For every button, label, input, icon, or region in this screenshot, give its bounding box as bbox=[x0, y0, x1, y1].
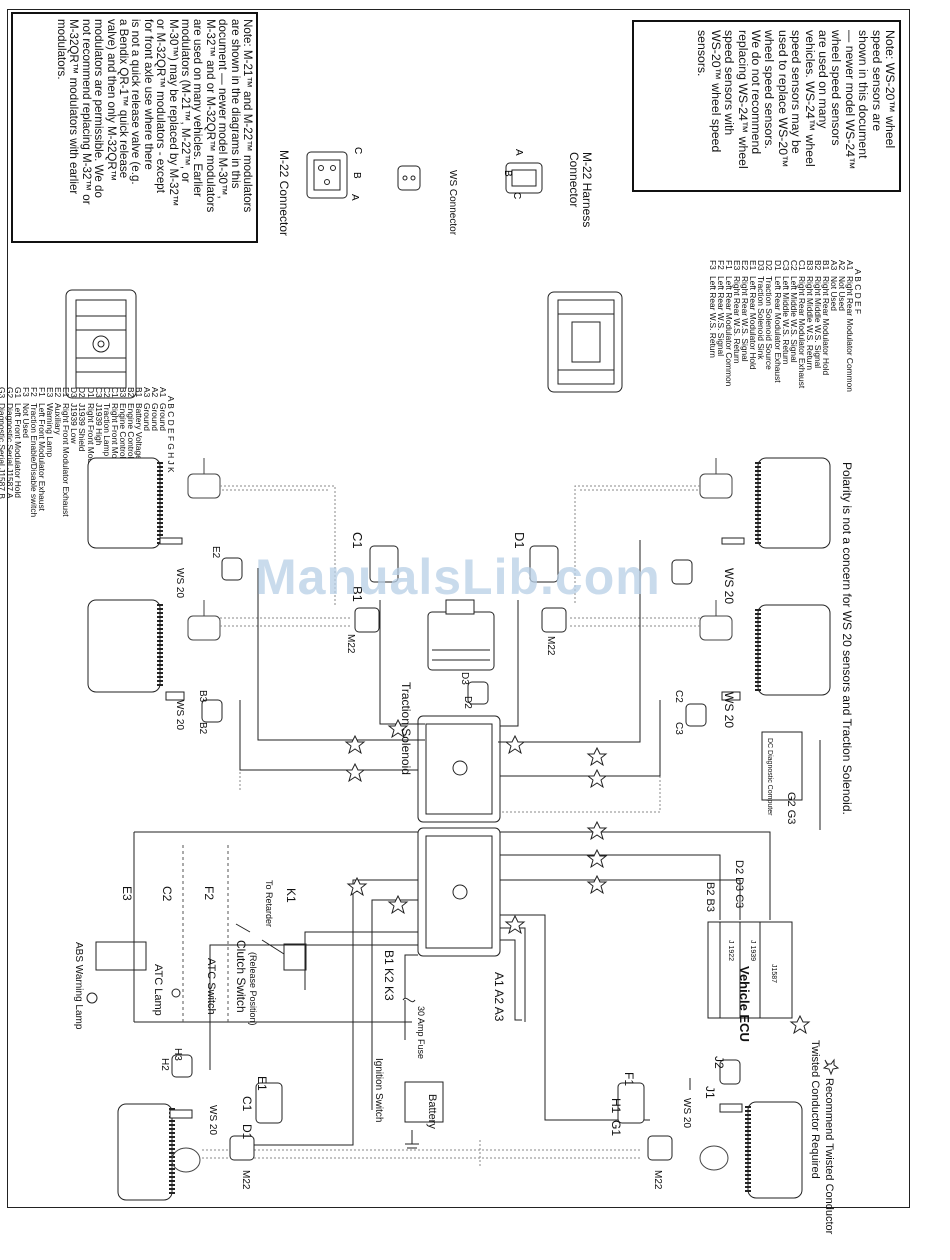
j1939-label: J 1939 bbox=[749, 940, 756, 961]
wheel-front-right bbox=[755, 457, 831, 549]
m22-label-2: M22 bbox=[545, 636, 556, 656]
ws20-label-5: WS 20 bbox=[207, 1105, 218, 1135]
wheel-front-left-2 bbox=[87, 599, 163, 693]
twisted-markers bbox=[344, 718, 840, 1076]
svg-text:B: B bbox=[502, 170, 513, 177]
clutch-switch-label: Clutch Switch bbox=[234, 940, 248, 1013]
c1-label-2: C1 bbox=[350, 532, 365, 549]
d2-label: D2 bbox=[462, 696, 473, 709]
ws-connector-drawing bbox=[397, 165, 421, 191]
h2-label: H2 bbox=[159, 1058, 170, 1071]
traction-solenoid bbox=[427, 599, 495, 671]
ws20-label-6: WS 20 bbox=[681, 1098, 692, 1128]
e2-label: E2 bbox=[210, 546, 221, 559]
j2-label: J2 bbox=[712, 1056, 726, 1069]
svg-text:A: A bbox=[513, 149, 524, 156]
h1-label: H1 bbox=[609, 1098, 623, 1114]
d2d3c3-label: D2 D3 C3 bbox=[733, 860, 745, 908]
ecu-module-lower bbox=[417, 827, 501, 957]
modulator-note-box: Note: M-21™ and M-22™ modulators are sho… bbox=[11, 12, 258, 243]
traction-solenoid-label: Traction Solenoid bbox=[399, 682, 413, 775]
wheel-front-right-2 bbox=[755, 604, 831, 696]
c1-label: C1 bbox=[240, 1096, 254, 1112]
ws20-label-1: WS 20 bbox=[174, 568, 185, 598]
m22-label-1: M22 bbox=[345, 634, 356, 654]
b3-label: B3 bbox=[197, 690, 208, 703]
e3-label: E3 bbox=[120, 886, 134, 901]
e1-label: E1 bbox=[255, 1076, 269, 1091]
ecu-connector-2-drawing bbox=[547, 291, 623, 393]
atc-switch-label: ATC Switch bbox=[205, 958, 217, 1015]
f1-label: F1 bbox=[622, 1072, 636, 1086]
release-position-label: (Release Position) bbox=[248, 952, 258, 1026]
battery-fuse bbox=[402, 997, 444, 1149]
harness-connector-drawing bbox=[505, 162, 543, 194]
b1k2k3-label: B1 K2 K3 bbox=[382, 950, 396, 1001]
legend-required: Twisted Conductor Required bbox=[809, 1040, 821, 1179]
vehicle-ecu-label: Vehicle ECU bbox=[737, 966, 752, 1042]
k1-label: K1 bbox=[284, 888, 298, 903]
ws-sensors bbox=[159, 537, 745, 1119]
abs-lamp-label: ABS Warning Lamp bbox=[73, 942, 84, 1030]
m22-connector-drawing bbox=[306, 151, 348, 199]
svg-text:C: C bbox=[511, 192, 522, 199]
wheel-front-left bbox=[87, 457, 163, 549]
j1-label: J1 bbox=[703, 1086, 717, 1099]
wheel-rear-left bbox=[117, 1103, 175, 1201]
b2-label: B2 bbox=[197, 722, 208, 735]
fuse-label: 30 Amp Fuse bbox=[416, 1006, 426, 1059]
f2-label: F2 bbox=[202, 886, 216, 900]
m22-pin-a: A bbox=[349, 194, 360, 201]
c2-label-2: C2 bbox=[673, 690, 684, 703]
wires bbox=[133, 540, 821, 1146]
lamp-switch-area bbox=[86, 923, 307, 1004]
ignition-switch-label: Ignition Switch bbox=[373, 1058, 384, 1122]
c3-label: C3 bbox=[673, 722, 684, 735]
b2b3-label: B2 B3 bbox=[704, 882, 716, 912]
j1587-label: J1587 bbox=[770, 964, 777, 983]
d1-label-2: D1 bbox=[512, 532, 527, 549]
ecu-connector-1-drawing bbox=[65, 289, 137, 399]
a1a2a3-label: A1 A2 A3 bbox=[492, 972, 506, 1022]
dc-computer-label: DC Diagnostic Computer bbox=[766, 738, 773, 816]
c2-label: C2 bbox=[160, 886, 174, 902]
m22-pin-c: C bbox=[352, 147, 363, 154]
atc-lamp-label: ATC Lamp bbox=[152, 964, 164, 1016]
d3-label: D3 bbox=[459, 672, 470, 685]
watermark: ManualsLib.com bbox=[255, 549, 661, 605]
wheel-rear-right bbox=[745, 1101, 803, 1199]
sensor-connectors bbox=[171, 545, 741, 1124]
modulators bbox=[229, 607, 673, 1161]
legend-recommended: Recommend Twisted Conductor bbox=[823, 1078, 835, 1235]
diagram-frame bbox=[7, 9, 910, 1208]
b1-label: B1 bbox=[350, 586, 365, 602]
g1-label: G1 bbox=[609, 1120, 623, 1136]
m22-pin-b: B bbox=[351, 172, 362, 179]
ecu-module-upper bbox=[417, 715, 501, 823]
h3-label: H3 bbox=[172, 1048, 183, 1061]
vehicle-ecu-box bbox=[707, 921, 793, 1019]
m22-label-4: M22 bbox=[652, 1170, 663, 1190]
ws20-label-2: WS 20 bbox=[174, 700, 185, 730]
g2g3-label: G2 G3 bbox=[785, 792, 797, 824]
j1922-label: J 1922 bbox=[727, 940, 734, 961]
polarity-note: Polarity is not a concern for WS 20 sens… bbox=[840, 462, 854, 815]
battery-label: Battery bbox=[426, 1094, 438, 1129]
brake-chambers bbox=[171, 458, 733, 1173]
ws20-label-3: WS 20 bbox=[722, 568, 736, 604]
m22-label-3: M22 bbox=[240, 1170, 251, 1190]
dc-computer bbox=[761, 731, 803, 801]
sensor-note-box: Note: WS-20™ wheel speed sensors are sho… bbox=[632, 20, 901, 192]
d1-label: D1 bbox=[240, 1124, 254, 1140]
ws20-label-4: WS 20 bbox=[722, 692, 736, 728]
to-retarder-label: To Retarder bbox=[264, 880, 274, 927]
